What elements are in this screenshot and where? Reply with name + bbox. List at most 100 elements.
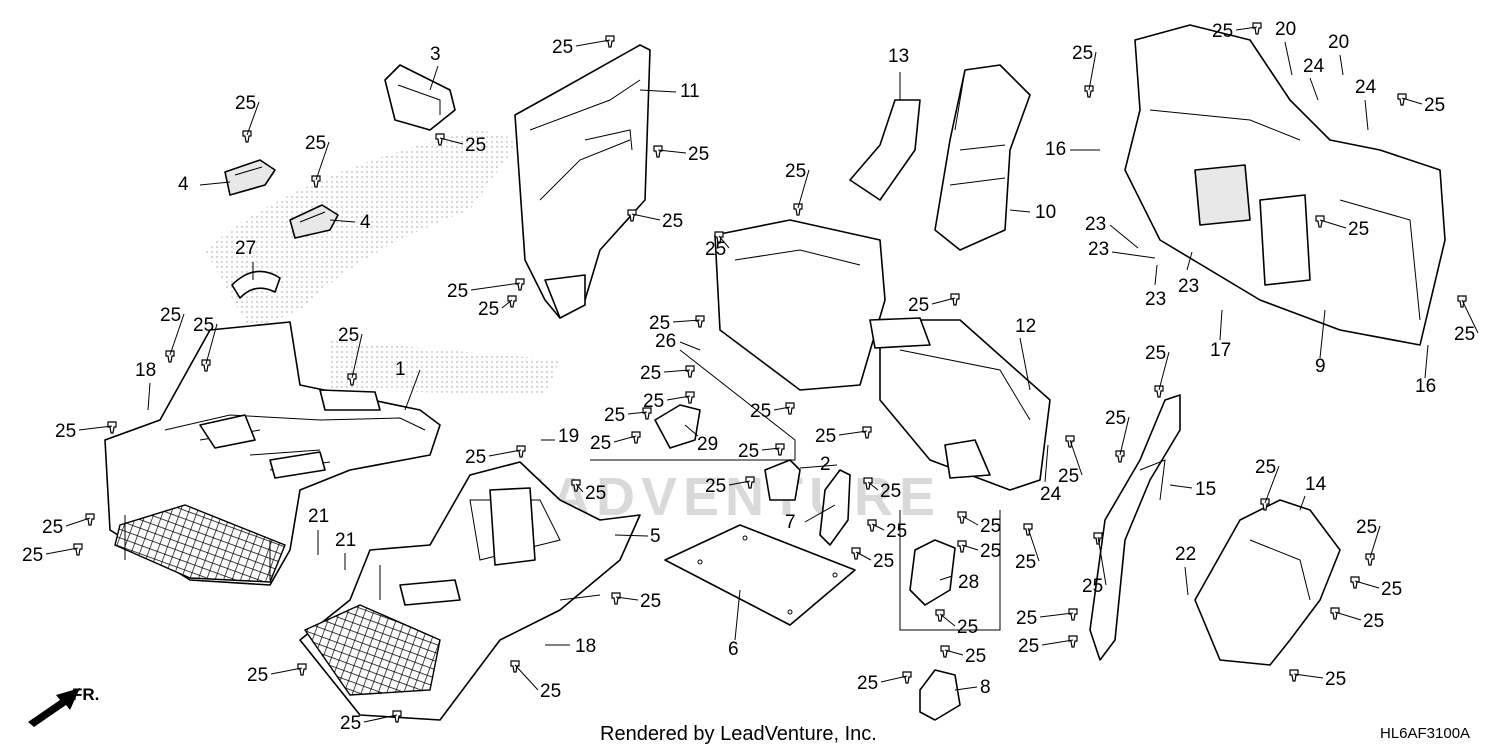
bolt-icon <box>611 592 621 605</box>
fastener-25: 25 <box>338 325 363 386</box>
bolt-icon <box>107 421 117 434</box>
bolt-icon <box>1289 669 1299 682</box>
bolt-icon <box>653 145 663 158</box>
leader-line <box>501 299 513 309</box>
callout-25: 25 <box>193 315 214 336</box>
leader-line <box>961 515 979 526</box>
callout-25: 25 <box>1348 219 1369 240</box>
callout-17: 17 <box>1210 340 1231 361</box>
leader-line <box>1424 344 1429 379</box>
group-outline-28 <box>899 510 1001 631</box>
background-dot-pattern-2 <box>330 340 560 395</box>
callout-25: 25 <box>1212 21 1233 42</box>
leader-line <box>1309 77 1319 101</box>
callout-25: 25 <box>873 551 894 572</box>
callout-20: 20 <box>1328 32 1349 53</box>
leader-line <box>1319 309 1326 359</box>
leader-line <box>1027 527 1040 562</box>
bolt-icon <box>242 130 252 143</box>
fastener-25: 25 <box>55 421 117 442</box>
callout-25: 25 <box>1454 324 1475 345</box>
leader-line <box>351 333 363 379</box>
callout-25: 25 <box>980 541 1001 562</box>
leader-line <box>1039 612 1074 618</box>
callout-29: 29 <box>697 434 718 455</box>
leader-line <box>1339 54 1344 76</box>
fastener-25: 25 <box>193 315 218 372</box>
fastener-25: 25 <box>1082 532 1107 597</box>
bolt-icon <box>631 431 641 444</box>
callout-28: 28 <box>958 572 979 593</box>
fastener-25: 25 <box>1255 457 1280 511</box>
front-direction-arrow: FR. <box>28 685 99 727</box>
bolt-icon <box>627 209 637 222</box>
leader-line <box>954 686 978 691</box>
leader-line <box>761 447 781 451</box>
part-4-clip-upper <box>224 159 276 196</box>
callout-24: 24 <box>1040 484 1062 505</box>
callout-25: 25 <box>465 447 486 468</box>
leader-line <box>663 369 691 373</box>
part-8-bracket <box>919 669 961 721</box>
callout-15: 15 <box>1195 479 1216 500</box>
callout-25: 25 <box>1018 636 1039 657</box>
bolt-icon <box>902 671 912 684</box>
callout-25: 25 <box>478 299 499 320</box>
callout-25: 25 <box>585 483 606 504</box>
bolt-icon <box>862 426 872 439</box>
leader-line <box>329 219 356 223</box>
callout-5: 5 <box>650 526 661 547</box>
bolt-icon <box>714 231 724 244</box>
fastener-25: 25 <box>42 513 95 538</box>
callout-4: 4 <box>360 212 371 233</box>
callout-2: 2 <box>820 454 831 475</box>
part-9-rear-side-panel <box>1124 24 1446 346</box>
fastener-25: 25 <box>935 609 978 638</box>
fastener-25: 25 <box>552 35 615 58</box>
callout-25: 25 <box>980 516 1001 537</box>
leader-line <box>939 575 953 581</box>
bolt-icon <box>1154 385 1164 398</box>
leader-line <box>429 65 439 91</box>
callout-25: 25 <box>649 313 670 334</box>
callout-25: 25 <box>1015 552 1036 573</box>
leader-line <box>205 323 218 365</box>
fastener-25: 25 <box>1145 343 1170 398</box>
bolt-icon <box>785 402 795 415</box>
leader-line <box>1111 251 1156 259</box>
fastener-25: 25 <box>705 231 730 260</box>
leader-line <box>1019 337 1031 391</box>
leader-line <box>1293 673 1324 679</box>
fastener-25: 25 <box>1058 435 1083 487</box>
leader-line <box>867 481 879 491</box>
leader-line <box>631 213 661 221</box>
bolt-icon <box>1350 576 1360 589</box>
bolt-icon <box>392 710 402 723</box>
callout-27: 27 <box>235 238 256 259</box>
callout-25: 25 <box>688 144 709 165</box>
leader-line <box>728 480 751 486</box>
callout-25: 25 <box>235 93 256 114</box>
bolt-icon <box>1315 215 1325 228</box>
bolt-icon <box>642 407 652 420</box>
footer-credit: Rendered by LeadVenture, Inc. <box>600 723 877 745</box>
fastener-25: 25 <box>1016 608 1078 629</box>
fastener-25: 25 <box>465 445 526 468</box>
callout-20: 20 <box>1275 19 1296 40</box>
leader-line <box>773 406 791 411</box>
part-6-floor-mat-plate <box>664 524 856 626</box>
callout-25: 25 <box>908 295 929 316</box>
fastener-25: 25 <box>1356 517 1381 566</box>
bolt-icon <box>1068 608 1078 621</box>
bolt-icon <box>516 445 526 458</box>
bolt-icon <box>435 133 445 146</box>
part-28-bracket <box>909 539 956 606</box>
bolt-icon <box>347 373 357 386</box>
callout-25: 25 <box>750 401 771 422</box>
callout-25: 25 <box>340 713 361 734</box>
group-outline-29 <box>590 349 796 461</box>
leader-line <box>1461 299 1479 334</box>
fastener-25: 25 <box>510 660 561 702</box>
callout-25: 25 <box>590 433 611 454</box>
callout-9: 9 <box>1315 356 1326 377</box>
